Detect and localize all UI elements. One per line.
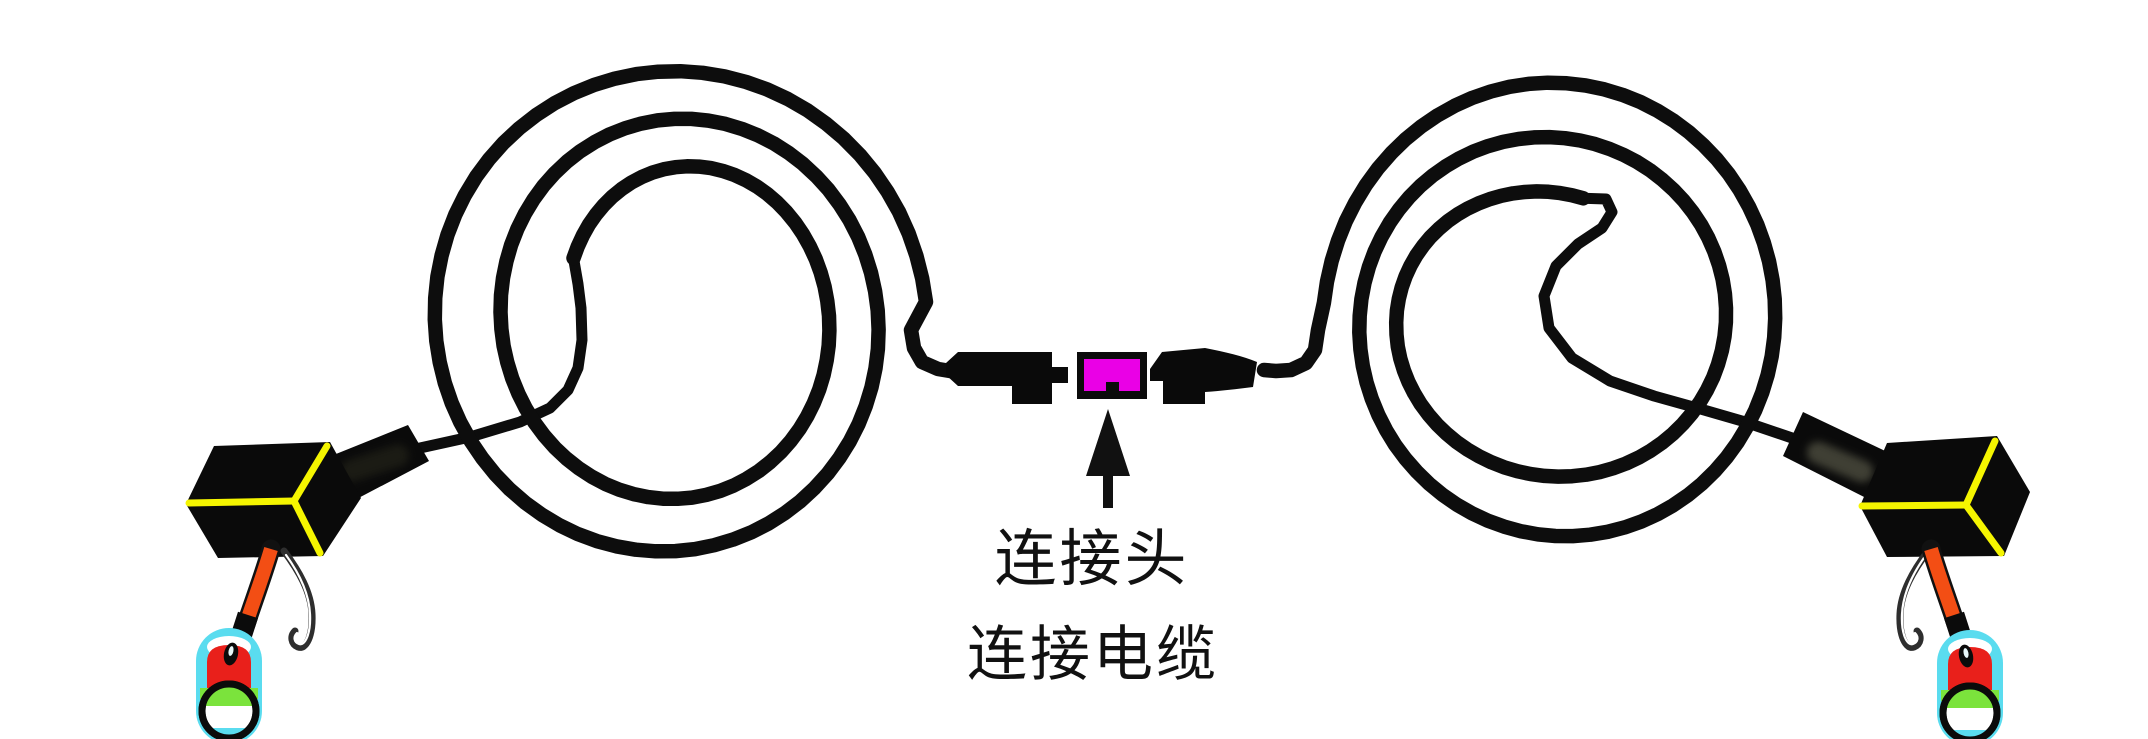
right-probe-loop-hole: [1963, 648, 1969, 658]
left-box-edges: [185, 442, 331, 557]
left-thin-wire: [280, 547, 316, 651]
left-sensor-assembly: [185, 425, 429, 739]
left-cable-coil: [414, 63, 958, 559]
label-cable: 连接电缆: [967, 621, 1219, 688]
left-probe: [196, 628, 262, 739]
inline-connector: [946, 348, 1257, 404]
right-connector-box: [1860, 436, 2030, 557]
right-probe-dome: [1948, 647, 1992, 692]
right-box-edges: [1858, 437, 2005, 557]
connector-right-half: [1150, 348, 1257, 404]
connector-left-half: [946, 352, 1068, 404]
right-probe: [1937, 630, 2003, 739]
left-probe-lens: [198, 680, 260, 739]
right-thin-wire: [1896, 547, 1932, 651]
right-thin-wire-core: [1900, 553, 1928, 646]
left-probe-loop-hole: [228, 646, 234, 656]
arrow-up-icon: [1086, 409, 1130, 508]
right-probe-lens: [1939, 682, 2001, 739]
left-thin-wire-core: [284, 553, 312, 646]
right-sensor-assembly: [1783, 412, 2030, 739]
right-boot-sheen: [1806, 441, 1874, 483]
connector-block-notch: [1106, 382, 1119, 391]
label-connector: 连接头: [994, 525, 1190, 594]
left-probe-dome: [207, 645, 251, 690]
right-cable-coil: [1256, 75, 1801, 544]
left-boot-sheen: [341, 444, 409, 482]
